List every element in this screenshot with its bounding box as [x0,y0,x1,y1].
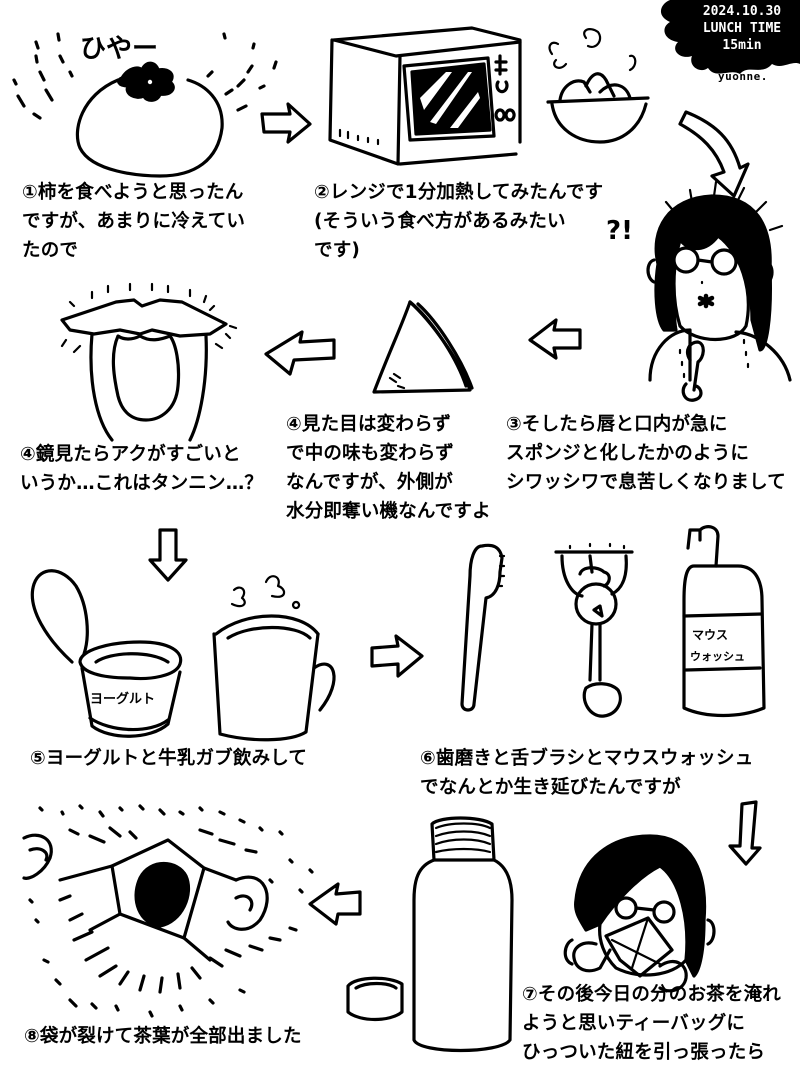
caption-step-3: ③そしたら唇と口内が急に スポンジと化したかのように シワッシワで息苦しくなりま… [506,414,786,493]
caption-step-2: ②レンジで1分加熱してみたんです (そういう食べ方があるみたい です) [314,182,604,261]
persimmon-illustration [75,61,224,178]
caption-step-7: ⑦その後今日の分のお茶を淹れ ようと思いティーバッグに ひっついた紐を引っ張った… [522,984,781,1063]
milk-mug-illustration [212,575,336,742]
left-arrow-icon [264,330,336,376]
date-stamp-burst [660,0,800,74]
water-bottle-illustration [412,816,514,1053]
sound-effect-cold: ひやー [80,34,159,64]
persimmon-bowl-illustration [546,28,650,144]
down-arrow-icon [728,800,762,866]
cold-lines [12,32,278,120]
person-surprised-illustration [646,180,792,402]
yogurt-label: ヨーグルト [90,692,156,707]
sound-effect-surprise: ?! [606,216,633,246]
left-arrow-icon [528,318,582,360]
caption-step-6: ⑥歯磨きと舌ブラシとマウスウォッシュ でなんとか生き延びたんですが [420,748,754,798]
down-arrow-icon [148,528,188,582]
stamp-title: LUNCH TIME [702,21,782,36]
mouth-illustration [60,282,238,442]
yogurt-cup-illustration [30,569,183,738]
right-arrow-icon [370,634,424,678]
exploding-teabag-illustration [22,804,314,1018]
left-arrow-icon [308,882,362,926]
stamp-duration: 15min [722,38,762,53]
microwave-illustration [328,26,522,166]
persimmon-slice-illustration [372,300,474,394]
caption-step-1: ①柿を食べようと思ったん ですが、あまりに冷えてい たので [22,182,246,261]
stamp-date: 2024.10.30 [702,4,782,19]
bottle-cap-illustration [346,976,404,1022]
mouthwash-bottle-illustration [682,525,766,718]
caption-step-5: ⑤ヨーグルトと牛乳ガブ飲みして [30,748,308,769]
mouthwash-label-line2: ウォッシュ [690,650,745,663]
toothbrush-illustration [460,543,506,712]
caption-step-4-mirror: ④鏡見たらアクがすごいと いうか…これはタンニン…？ [20,444,264,494]
right-arrow-icon [260,102,312,144]
author-signature: yuonne. [718,70,768,83]
tongue-brush-illustration [554,542,634,718]
mouthwash-label-line1: マウス [692,628,729,642]
caption-step-4-taste: ④見た目は変わらず で中の味も変わらず なんですが、外側が 水分即奪い機なんです… [286,414,491,522]
person-teabag-illustration [563,834,716,993]
caption-step-8: ⑧袋が裂けて茶葉が全部出ました [24,1026,302,1047]
curved-arrow-icon [678,110,750,198]
